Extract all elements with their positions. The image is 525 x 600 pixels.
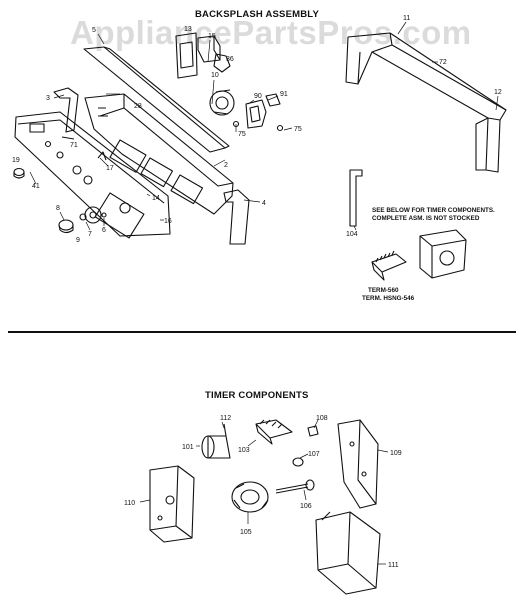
callout-5: 5 — [92, 27, 96, 34]
backsplash-assembly-title: BACKSPLASH ASSEMBLY — [195, 9, 319, 20]
callout-36: 36 — [226, 56, 234, 63]
bracket-104 — [349, 169, 363, 227]
callout-2: 2 — [224, 162, 228, 169]
callout-105: 105 — [240, 529, 252, 536]
bar-71 — [61, 136, 75, 140]
callout-108: 108 — [316, 415, 328, 422]
timer-cam-101 — [201, 423, 231, 459]
callout-103: 103 — [238, 447, 250, 454]
callout-112: 112 — [220, 415, 231, 422]
callout-15-top: 15 — [208, 33, 216, 40]
term-labels: TERM-560 TERM. HSNG-546 — [362, 287, 414, 303]
callout-75-left: 75 — [238, 131, 246, 138]
lower-knob-assembly — [58, 206, 107, 234]
callout-19: 19 — [12, 157, 20, 164]
selector-switch — [209, 89, 235, 116]
callout-9: 9 — [76, 237, 80, 244]
callout-91: 91 — [280, 91, 288, 98]
timer-note-line2: COMPLETE ASM. IS NOT STOCKED — [372, 215, 480, 222]
timer-frame-110 — [149, 465, 195, 543]
callout-72: 72 — [439, 59, 447, 66]
callout-17: 17 — [106, 165, 114, 172]
callout-10: 10 — [211, 72, 219, 79]
callout-13: 13 — [184, 26, 192, 33]
term-housing-label: TERM. HSNG-546 — [362, 295, 415, 302]
contact-set-103 — [255, 419, 293, 445]
callout-90: 90 — [254, 93, 262, 100]
upper-knob-piece — [213, 53, 231, 73]
callout-6: 6 — [102, 227, 106, 234]
callout-11: 11 — [403, 15, 410, 22]
section-divider — [8, 331, 516, 333]
watermark: AppliancePartsPros.com — [70, 14, 472, 51]
top-trim-strip — [83, 46, 230, 153]
term-label: TERM-560 — [368, 287, 399, 294]
front-console-panel — [14, 111, 171, 239]
callout-75-right: 75 — [294, 126, 302, 133]
component-91 — [265, 93, 281, 107]
callout-41: 41 — [32, 183, 40, 190]
left-end-cap — [53, 87, 79, 133]
callout-101: 101 — [182, 444, 194, 451]
timer-module-upper — [419, 229, 467, 279]
callout-109: 109 — [390, 450, 402, 457]
control-panel-frame — [84, 93, 234, 215]
upper-leader-lines — [29, 21, 499, 231]
callout-71: 71 — [70, 142, 78, 149]
timer-drum-105 — [231, 481, 269, 513]
timer-cover-111 — [315, 511, 381, 595]
part-17 — [97, 151, 107, 161]
lower-leader-lines — [139, 419, 389, 565]
right-end-cap — [223, 189, 250, 245]
callout-28: 28 — [134, 103, 142, 110]
spring-107 — [292, 457, 304, 467]
callout-7: 7 — [88, 231, 92, 238]
callout-4: 4 — [262, 200, 266, 207]
callout-110: 110 — [124, 500, 135, 507]
callout-3: 3 — [46, 95, 50, 102]
timer-plate-109 — [337, 419, 379, 509]
callout-8: 8 — [56, 205, 60, 212]
part-108 — [307, 425, 319, 437]
bracket-upper — [175, 32, 198, 79]
timer-note-line1: SEE BELOW FOR TIMER COMPONENTS. — [372, 207, 495, 214]
timer-components-title: TIMER COMPONENTS — [205, 390, 309, 401]
terminal-block — [371, 250, 407, 281]
shaft-106 — [275, 479, 315, 494]
component-90 — [245, 99, 267, 129]
timer-note: SEE BELOW FOR TIMER COMPONENTS. COMPLETE… — [372, 207, 495, 223]
callout-111: 111 — [388, 562, 399, 569]
screw-75-right — [276, 124, 284, 132]
knob-19 — [13, 167, 25, 177]
callout-12: 12 — [494, 89, 502, 96]
callout-107: 107 — [308, 451, 320, 458]
callout-14: 14 — [152, 195, 160, 202]
back-rail-assembly — [345, 32, 507, 173]
callout-16: 16 — [164, 218, 172, 225]
callout-104: 104 — [346, 231, 358, 238]
callout-106: 106 — [300, 503, 312, 510]
upper-switch — [197, 35, 221, 63]
